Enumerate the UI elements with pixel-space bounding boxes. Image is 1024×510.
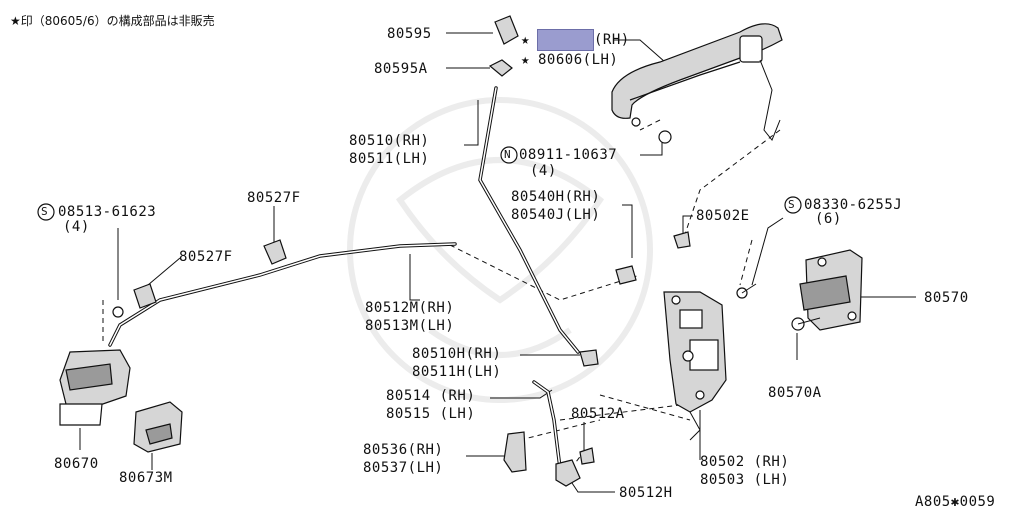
rod-80510 [478,86,580,354]
callout-80515-lh: 80515 (LH) [386,406,476,422]
callout-80527F-lower: 80527F [179,249,233,265]
callout-80527F-upper: 80527F [247,190,301,206]
callout-08513: 08513-61623 [58,204,157,220]
screw-08513 [112,306,124,318]
callout-80595: 80595 [387,26,432,42]
callout-80513M-lh: 80513M(LH) [365,318,455,334]
callout-80503-lh: 80503 (LH) [700,472,790,488]
escutcheon-80673M [133,401,183,453]
callout-80537-lh: 80537(LH) [363,460,444,476]
callout-80540H-rh: 80540H(RH) [511,189,601,205]
callout-80512A: 80512A [571,406,625,422]
callout-08911: 08911-10637 [519,147,618,163]
clip-80595 [494,15,519,45]
star-marker-lh: ★ [521,52,530,68]
callout-80510-rh: 80510(RH) [349,133,430,149]
star-marker-rh: ★ [521,32,530,48]
inside-handle-80670 [59,349,131,426]
callout-80540J-lh: 80540J(LH) [511,207,601,223]
rod-80514 [532,380,562,470]
callout-80595A: 80595A [374,61,428,77]
screw-08330 [736,283,757,299]
outside-handle [611,23,783,144]
cable-80512M [108,242,457,347]
header-note: ★印（80605/6）の構成部品は非販売 [10,14,215,28]
callout-08330: 08330-6255J [804,197,903,213]
clip-80540H [615,265,637,285]
leader-lines [79,32,916,493]
callout-80512M-rh: 80512M(RH) [365,300,455,316]
clip-80512A [579,447,595,465]
callout-80670: 80670 [54,456,99,472]
callout-80536-rh: 80536(RH) [363,442,444,458]
nut-mark: N [504,148,512,161]
callout-08911-qty: (4) [530,163,557,179]
clip-80510H [579,349,599,367]
screw-80570A [791,317,821,331]
diagram-code: A805✱0059 [915,494,996,510]
redacted-part-number [537,29,594,51]
clip-80512H [555,459,581,487]
callout-80511H-lh: 80511H(LH) [412,364,502,380]
clip-80595A [488,59,513,77]
symbol-circles [37,146,802,221]
callout-80514-rh: 80514 (RH) [386,388,476,404]
door-lock-80502 [663,291,727,441]
callout-08513-qty: (4) [63,219,90,235]
callout-08330-qty: (6) [815,211,842,227]
callout-80570: 80570 [924,290,969,306]
bracket-80536 [503,431,527,473]
callout-80673M: 80673M [119,470,173,486]
clip-80502E [673,231,691,249]
callout-80570A: 80570A [768,385,822,401]
callout-80502-rh: 80502 (RH) [700,454,790,470]
callout-80510H-rh: 80510H(RH) [412,346,502,362]
screw-mark-08330: S [788,198,796,211]
clip-80527F-lower [133,283,157,309]
screw-mark-08513: S [41,205,49,218]
clip-80527F-upper [263,239,287,265]
callout-80511-lh: 80511(LH) [349,151,430,167]
callout-80512H: 80512H [619,485,673,501]
callout-80502E: 80502E [696,208,750,224]
callout-80606-lh: 80606(LH) [538,52,619,68]
callout-80605-rh: (RH) [594,32,630,48]
striker-80570 [799,249,863,331]
